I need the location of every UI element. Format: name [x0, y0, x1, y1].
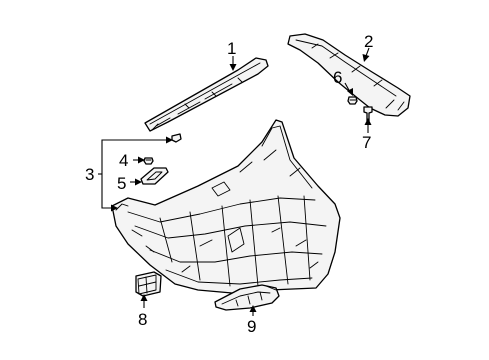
callout-2: 2 — [364, 32, 373, 51]
arrow-1 — [229, 64, 237, 71]
callout-9: 9 — [247, 317, 256, 336]
part-8-square-cover — [135, 271, 162, 297]
part-5-handle-bezel — [140, 167, 169, 185]
arrow-2 — [362, 54, 370, 62]
arrow-4 — [138, 156, 145, 164]
callout-5: 5 — [117, 174, 126, 193]
leader-3-lower — [101, 174, 113, 209]
callout-3: 3 — [85, 165, 94, 184]
leader-2 — [365, 47, 370, 57]
callout-6: 6 — [333, 68, 342, 87]
part-6-clip — [347, 96, 358, 105]
callout-7: 7 — [362, 133, 371, 152]
part-9-handle-bracket — [214, 284, 280, 311]
part-1-upper-trim-strip — [144, 57, 269, 132]
callout-labels: 1 2 3 4 5 6 7 8 9 — [85, 32, 373, 336]
part-3-clip — [171, 133, 182, 143]
arrow-9 — [249, 305, 257, 312]
part-4-grommet — [143, 157, 154, 165]
callout-1: 1 — [227, 39, 236, 58]
arrow-8 — [140, 294, 148, 301]
arrow-3-upper — [166, 136, 173, 144]
arrow-5 — [135, 178, 142, 186]
part-3-liftgate-trim-panel — [111, 119, 341, 294]
callout-8: 8 — [138, 310, 147, 329]
leader-3-upper — [101, 139, 168, 174]
leader-lines — [98, 47, 372, 316]
part-2-side-trim — [287, 33, 411, 117]
callout-4: 4 — [119, 151, 128, 170]
arrow-6 — [347, 88, 353, 96]
arrow-7 — [364, 118, 372, 125]
arrow-3-lower — [111, 204, 118, 212]
